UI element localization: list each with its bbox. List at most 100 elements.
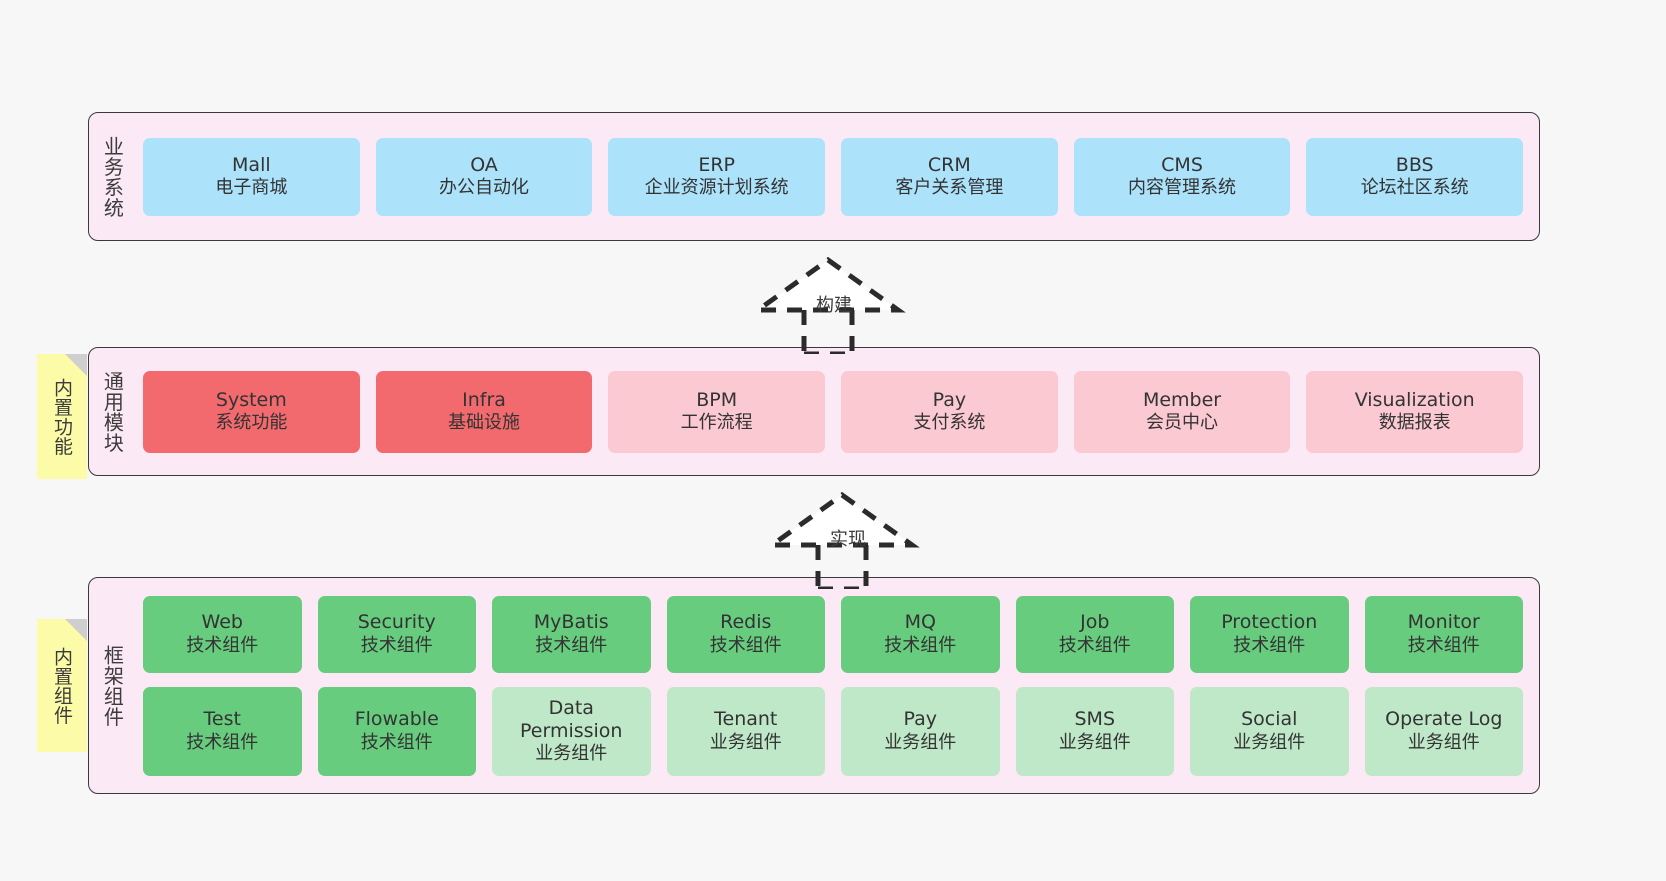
node-mybatis-en: MyBatis (533, 611, 609, 634)
node-protection-cn: 技术组件 (1233, 634, 1306, 656)
layer-framework-component-title: 框架组件 (100, 644, 125, 727)
node-sms-cn: 业务组件 (1058, 731, 1131, 753)
node-bbs[interactable]: BBS 论坛社区系统 (1306, 137, 1524, 216)
layer-common-module: 通用模块 System 系统功能 Infra 基础设施 BPM 工作流程 Pay… (88, 347, 1540, 476)
node-crm-en: CRM (927, 153, 971, 176)
node-data-permission-en: Data Permission (520, 696, 623, 743)
node-erp[interactable]: ERP 企业资源计划系统 (608, 137, 826, 216)
node-pay-component-en: Pay (903, 708, 938, 731)
node-oa[interactable]: OA 办公自动化 (375, 137, 593, 216)
node-protection[interactable]: Protection 技术组件 (1190, 595, 1349, 673)
layer-common-module-title: 通用模块 (100, 370, 125, 453)
node-monitor-en: Monitor (1407, 611, 1480, 634)
node-mall-cn: 电子商城 (215, 177, 288, 199)
node-system-en: System (215, 388, 287, 411)
implement-arrow-label: 实现 (830, 529, 866, 550)
node-job[interactable]: Job 技术组件 (1015, 595, 1174, 673)
node-monitor-cn: 技术组件 (1407, 634, 1480, 656)
node-system[interactable]: System 系统功能 (143, 370, 360, 453)
node-mybatis-cn: 技术组件 (535, 634, 608, 656)
node-infra[interactable]: Infra 基础设施 (375, 370, 593, 453)
node-cms[interactable]: CMS 内容管理系统 (1073, 137, 1291, 216)
node-job-cn: 技术组件 (1058, 634, 1131, 656)
node-visualization-en: Visualization (1354, 388, 1475, 411)
node-infra-en: Infra (462, 388, 506, 411)
node-pay-component-cn: 业务组件 (884, 731, 957, 753)
node-data-permission-cn: 业务组件 (535, 743, 608, 765)
node-flowable-cn: 技术组件 (360, 731, 433, 753)
node-oa-cn: 办公自动化 (439, 177, 529, 199)
node-operate-log[interactable]: Operate Log 业务组件 (1364, 686, 1523, 776)
node-mq-cn: 技术组件 (884, 634, 957, 656)
node-test-en: Test (203, 708, 241, 731)
node-pay-module-cn: 支付系统 (913, 412, 986, 434)
node-infra-cn: 基础设施 (448, 412, 520, 434)
note-builtin-components: 内置组件 (37, 619, 87, 752)
node-operate-log-cn: 业务组件 (1407, 731, 1480, 753)
node-pay-component[interactable]: Pay 业务组件 (841, 686, 1000, 776)
node-social[interactable]: Social 业务组件 (1190, 686, 1349, 776)
node-tenant-cn: 业务组件 (709, 731, 782, 753)
node-test-cn: 技术组件 (186, 731, 259, 753)
node-monitor[interactable]: Monitor 技术组件 (1364, 595, 1523, 673)
node-member-cn: 会员中心 (1146, 412, 1219, 434)
node-crm[interactable]: CRM 客户关系管理 (841, 137, 1058, 216)
layer-business-system: 业务系统 Mall 电子商城 OA 办公自动化 ERP 企业资源计划系统 CRM… (88, 112, 1540, 241)
layer-common-module-body: System 系统功能 Infra 基础设施 BPM 工作流程 Pay 支付系统… (135, 348, 1539, 475)
node-flowable-en: Flowable (354, 708, 439, 731)
node-cms-en: CMS (1161, 153, 1203, 176)
node-tenant[interactable]: Tenant 业务组件 (666, 686, 825, 776)
node-visualization[interactable]: Visualization 数据报表 (1306, 370, 1524, 453)
node-mall-en: Mall (232, 153, 271, 176)
node-mq[interactable]: MQ 技术组件 (841, 595, 1000, 673)
node-protection-en: Protection (1221, 611, 1318, 634)
node-tenant-en: Tenant (714, 708, 778, 731)
node-flowable[interactable]: Flowable 技术组件 (317, 686, 476, 776)
layer-framework-component-body: Web 技术组件 Security 技术组件 MyBatis 技术组件 Redi… (135, 578, 1539, 793)
node-bbs-en: BBS (1395, 153, 1434, 176)
node-crm-cn: 客户关系管理 (895, 177, 1004, 199)
node-sms-en: SMS (1074, 708, 1115, 731)
node-social-en: Social (1241, 708, 1298, 731)
node-pay-module-en: Pay (932, 388, 967, 411)
node-web[interactable]: Web 技术组件 (143, 595, 302, 673)
node-bpm-en: BPM (696, 388, 738, 411)
note-builtin-functions: 内置功能 (37, 354, 87, 479)
node-mybatis[interactable]: MyBatis 技术组件 (492, 595, 651, 673)
node-mall[interactable]: Mall 电子商城 (143, 137, 360, 216)
node-redis[interactable]: Redis 技术组件 (666, 595, 825, 673)
node-member-en: Member (1142, 388, 1222, 411)
node-sms[interactable]: SMS 业务组件 (1015, 686, 1174, 776)
implement-arrow-icon (764, 491, 920, 589)
node-job-en: Job (1080, 611, 1110, 634)
layer-business-system-title: 业务系统 (100, 135, 125, 218)
node-social-cn: 业务组件 (1233, 731, 1306, 753)
node-system-cn: 系统功能 (215, 412, 288, 434)
node-oa-en: OA (470, 153, 498, 176)
node-visualization-cn: 数据报表 (1378, 412, 1451, 434)
node-security[interactable]: Security 技术组件 (317, 595, 476, 673)
node-security-en: Security (357, 611, 436, 634)
node-bpm-cn: 工作流程 (680, 412, 753, 434)
note-fold-corner-icon (65, 354, 87, 376)
node-bpm[interactable]: BPM 工作流程 (608, 370, 826, 453)
build-arrow-icon (750, 256, 906, 354)
node-data-permission[interactable]: Data Permission 业务组件 (492, 686, 651, 776)
layer-framework-component: 框架组件 Web 技术组件 Security 技术组件 MyBatis 技术组件… (88, 577, 1540, 794)
node-security-cn: 技术组件 (360, 634, 433, 656)
build-arrow-label: 构建 (816, 295, 852, 316)
node-mq-en: MQ (904, 611, 936, 634)
node-erp-cn: 企业资源计划系统 (644, 177, 789, 199)
node-pay-module[interactable]: Pay 支付系统 (841, 370, 1058, 453)
node-bbs-cn: 论坛社区系统 (1360, 177, 1469, 199)
node-erp-en: ERP (698, 153, 736, 176)
note-builtin-components-label: 内置组件 (51, 646, 74, 725)
node-redis-en: Redis (720, 611, 772, 634)
node-operate-log-en: Operate Log (1385, 708, 1503, 731)
node-member[interactable]: Member 会员中心 (1073, 370, 1291, 453)
node-test[interactable]: Test 技术组件 (143, 686, 302, 776)
node-web-en: Web (201, 611, 243, 634)
note-fold-corner-icon (65, 619, 87, 641)
node-cms-cn: 内容管理系统 (1128, 177, 1237, 199)
